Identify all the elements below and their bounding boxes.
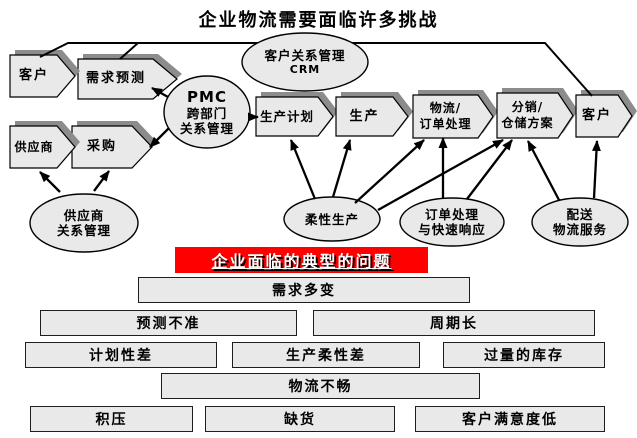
process-shapes — [9, 50, 637, 169]
problem-box-logistics-blocked: 物流不畅 — [161, 373, 480, 399]
production-shape — [335, 96, 409, 137]
arrow-flexible-to-production-plan — [289, 139, 317, 200]
problem-box-demand-volatile: 需求多变 — [138, 277, 470, 303]
customer-right-shape — [575, 94, 633, 138]
logistics-order-shape — [412, 94, 494, 139]
problem-box-excess-inventory: 过量的库存 — [443, 342, 605, 368]
order-quick-response-ellipse — [399, 197, 505, 247]
procurement-shape — [71, 125, 153, 169]
problem-box-poor-flexibility: 生产柔性差 — [232, 342, 420, 368]
arrow-order-response-to-distribution — [466, 139, 513, 200]
problem-box-poor-planning: 计划性差 — [25, 342, 217, 368]
flexible-production-ellipse — [283, 196, 381, 242]
arrow-delivery-to-distribution — [526, 140, 561, 201]
arrow-pmc-to-procurement — [149, 127, 170, 148]
supplier-relation-ellipse — [29, 193, 139, 253]
problem-box-backlog: 积压 — [30, 406, 193, 432]
arrow-delivery-to-customer — [591, 140, 601, 199]
arrow-flexible-to-distribution — [377, 138, 504, 212]
delivery-logistics-ellipse — [531, 197, 629, 247]
page-title: 企业物流需要面临许多挑战 — [198, 10, 439, 31]
arrow-flexible-to-production — [331, 139, 352, 198]
production-plan-shape — [255, 96, 334, 137]
customer-left-shape — [9, 54, 76, 98]
arrow-supplier-relation-to-supplier — [39, 171, 61, 193]
pmc-ellipse — [163, 75, 251, 149]
problem-box-stockout: 缺货 — [205, 406, 395, 432]
capability-ellipses — [29, 32, 629, 253]
problem-box-long-cycle: 周期长 — [313, 310, 595, 336]
connector-arrows — [39, 86, 601, 212]
arrow-pmc-to-demand-forecast — [151, 86, 169, 99]
problem-box-forecast-inaccurate: 预测不准 — [40, 310, 297, 336]
supplier-shape — [9, 125, 76, 169]
problem-box-low-satisfaction: 客户满意度低 — [415, 406, 605, 432]
problems-banner: 企业面临的典型的问题 — [175, 247, 428, 273]
crm-ellipse — [241, 32, 369, 92]
arrow-supplier-relation-to-procurement — [93, 170, 110, 192]
arrow-flexible-to-logistics-order — [354, 139, 425, 204]
distribution-warehouse-shape — [496, 92, 574, 139]
